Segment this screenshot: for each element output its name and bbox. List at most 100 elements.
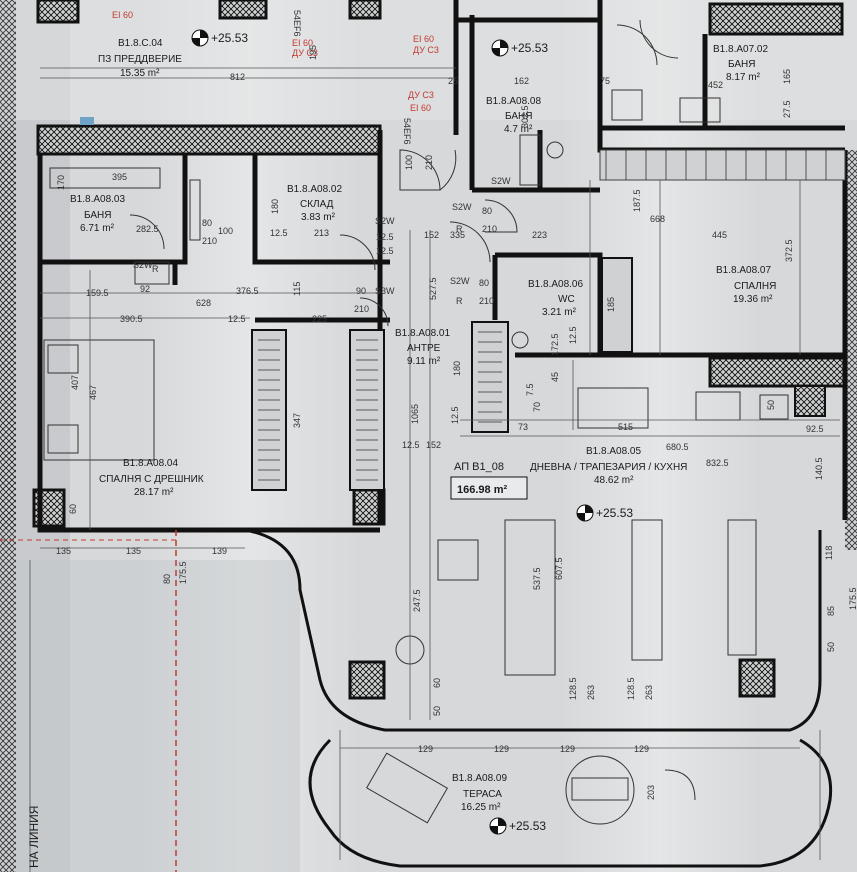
column [348,660,386,700]
dim-value: 335 [450,230,465,240]
room-name: ДНЕВНА / ТРАПЕЗАРИЯ / КУХНЯ [530,462,687,473]
fire-labels: EI 60 EI 60 ДУ С3 EI 60 ДУ С3 ДУ С3 EI 6… [112,10,439,145]
dim-value: 60 [432,678,442,688]
wall-block [218,0,268,20]
dim-value: 210 [354,304,369,314]
dim-value: 139 [212,546,227,556]
level-marker [191,29,209,47]
room-code: B1.8.A08.03 [70,194,125,205]
room-name: СПАЛНЯ С ДРЕШНИК [99,474,204,485]
level-marker [576,504,594,522]
room-a0808: B1.8.A08.08 БАНЯ 4.7 m² [486,96,541,135]
dim-value: 347 [292,413,302,428]
dim-value: 537.5 [532,567,542,590]
dim-value: 225 [312,314,327,324]
level-marker [489,817,507,835]
room-name: БАНЯ [728,59,755,70]
door-tag: S2W [491,176,511,186]
dim-value: 452 [708,80,723,90]
dim-value: 185 [606,297,616,312]
dim-value: 75 [600,76,610,86]
dim-value: 80 [479,278,489,288]
dim-value: 407 [70,375,80,390]
door-tag: S2W [133,260,153,270]
level-label: +25.53 [511,41,548,55]
wall-block [36,0,80,24]
dim-value: 680.5 [666,442,689,452]
dim-value: 175.5 [178,561,188,584]
room-area: 16.25 m² [461,802,501,813]
dimension-numbers: 812 25 162 75 452 195 302.5 165 27.5 100… [56,45,857,800]
dim-value: 12.5 [376,246,394,256]
room-a0802: B1.8.A08.02 СКЛАД 3.83 m² [287,184,342,223]
dim-value: 129 [494,744,509,754]
room-area: 4.7 m² [504,124,533,135]
wardrobes [251,149,846,491]
dim-value: 115 [292,282,302,296]
door-tag: S3W [375,286,395,296]
dim-value: 12.5 [376,232,394,242]
door-tag: R [456,296,463,306]
room-code: B1.8.C.04 [118,38,163,49]
room-name: WC [558,294,575,305]
dim-value: 45 [550,372,560,382]
door-tag: S2W [375,216,395,226]
dim-value: 92 [140,284,150,294]
dim-value: 210 [202,236,217,246]
dim-value: 445 [712,230,727,240]
room-area: 8.17 m² [726,72,761,83]
vertical-label: НА ЛИНИЯ [27,806,41,868]
room-name: АНТРЕ [407,343,441,354]
dim-value: 172.5 [550,333,560,356]
door-tags: S2W S2W S2W S3W S2W S2W R R R [133,176,511,306]
room-name: БАНЯ [505,111,532,122]
room-area: 3.83 m² [301,212,336,223]
room-a0803: B1.8.A08.03 БАНЯ 6.71 m² [70,194,125,234]
wall-block [348,0,382,20]
level-label: +25.53 [211,31,248,45]
room-name: СПАЛНЯ [734,281,776,292]
dim-value: 263 [586,685,596,700]
room-code: B1.8.A07.02 [713,44,768,55]
dim-value: 50 [432,706,442,716]
dim-value: 100 [404,155,414,170]
level-label: +25.53 [596,506,633,520]
dim-value: 832.5 [706,458,729,468]
room-name: ПЗ ПРЕДДВЕРИЕ [98,54,182,65]
dim-value: 12.5 [228,314,246,324]
column [738,658,776,698]
fire-label: 54EF6 [292,10,302,37]
dim-value: 100 [218,226,233,236]
door-tag: R [456,224,463,234]
dim-value: 395 [112,172,127,182]
dim-value: 12.5 [270,228,288,238]
room-area: 6.71 m² [80,223,115,234]
dimension-lines [0,67,840,872]
dim-value: 628 [196,298,211,308]
dim-value: 135 [56,546,71,556]
dim-value: 80 [482,206,492,216]
dim-value: 60 [68,504,78,514]
door-tag: S2W [452,202,472,212]
dim-value: 80 [202,218,212,228]
dim-value: 195 [308,45,318,60]
room-code: B1.8.A08.08 [486,96,541,107]
room-c04: B1.8.C.04 ПЗ ПРЕДДВЕРИЕ 15.35 m² [98,38,182,79]
fire-label: EI 60 [112,10,133,20]
dim-value: 203 [646,785,656,800]
dim-value: 90 [356,286,366,296]
dim-value: 73 [518,422,528,432]
dim-value: 390.5 [120,314,143,324]
dim-value: 50 [766,400,776,410]
door-tag: S2W [450,276,470,286]
room-area: 28.17 m² [134,487,174,498]
dim-value: 187.5 [632,189,642,212]
dim-value: 180 [270,199,280,214]
dim-value: 1065 [410,404,420,424]
room-code: B1.8.A08.01 [395,328,450,339]
fire-label: ДУ С3 [408,90,434,100]
room-name: СКЛАД [300,199,334,210]
room-code: B1.8.A08.04 [123,458,178,469]
dim-value: 152 [424,230,439,240]
room-code: B1.8.A08.05 [586,446,641,457]
